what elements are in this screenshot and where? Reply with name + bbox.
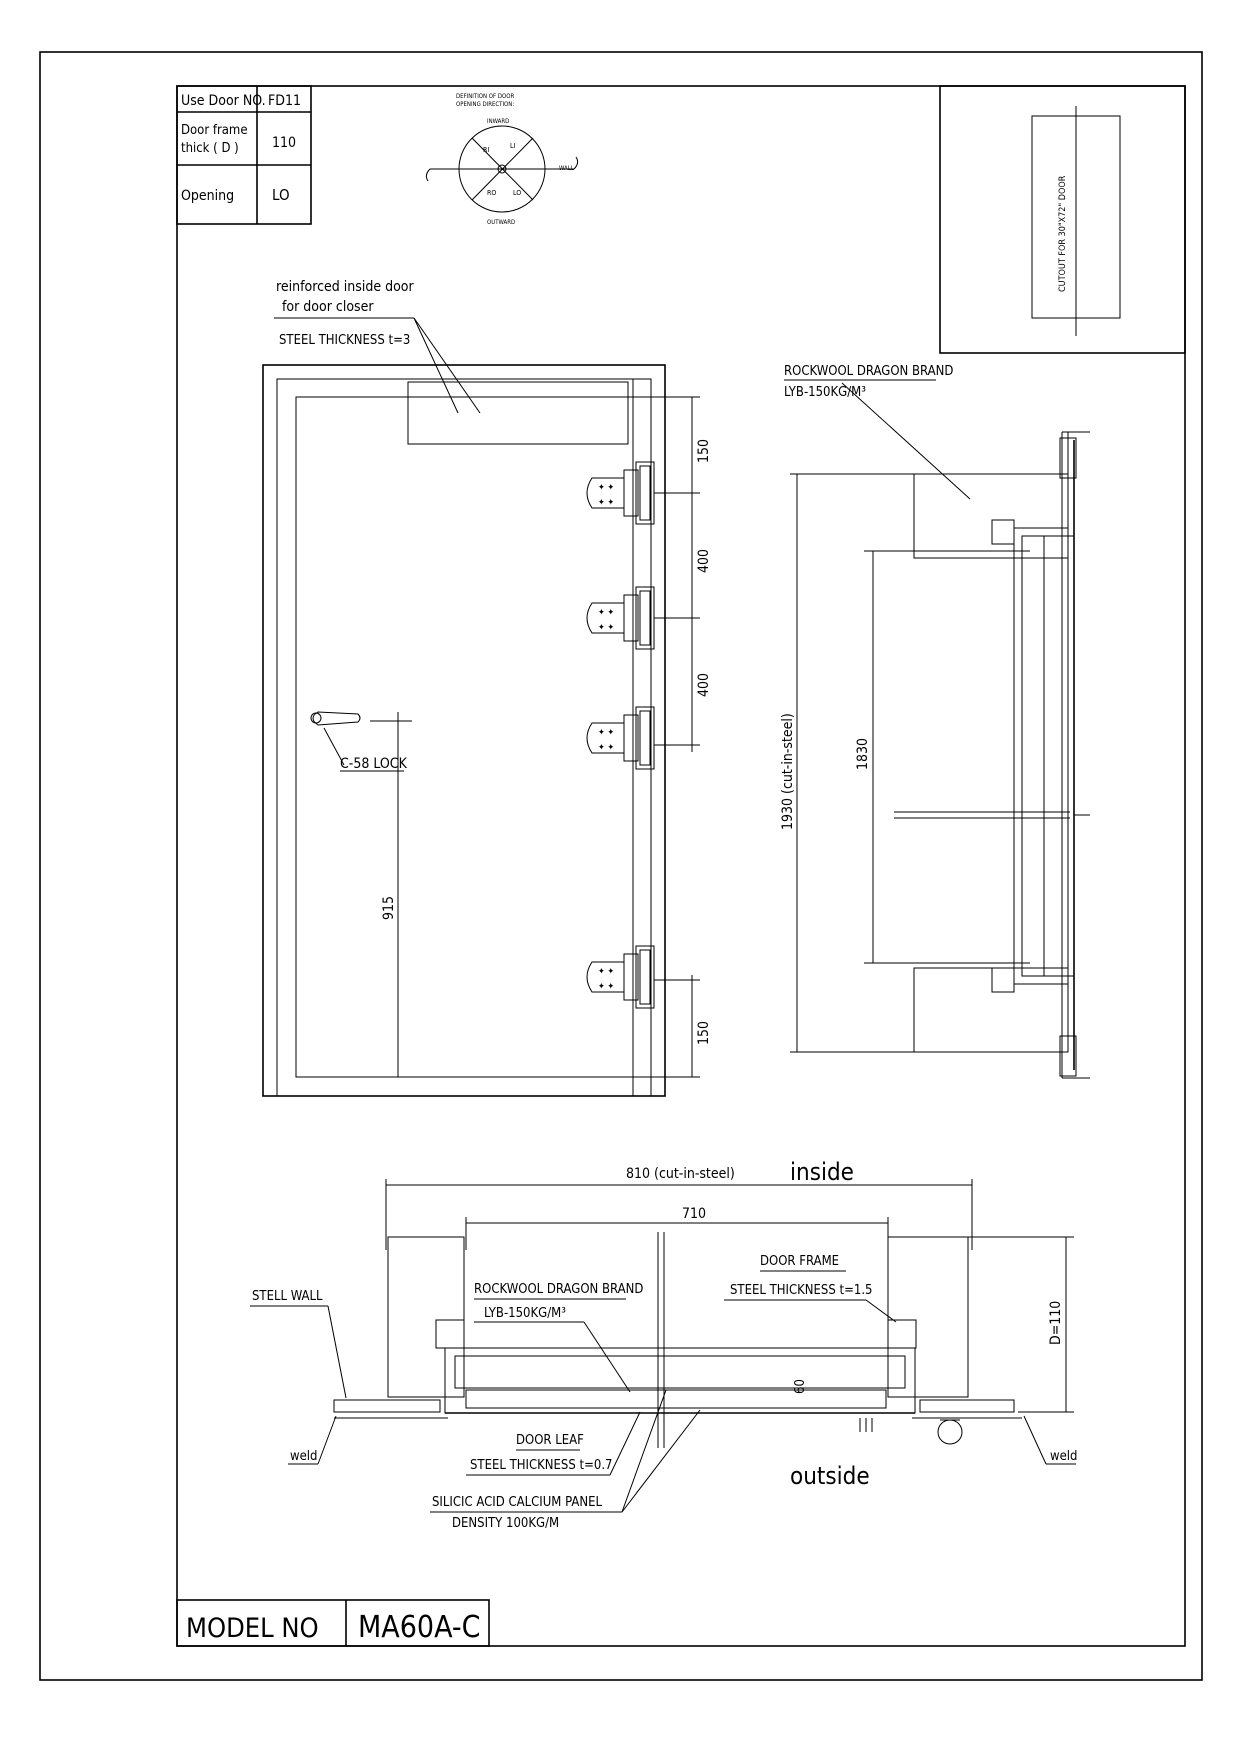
plan-rockwool-label-2: LYB-150KG/M³: [484, 1306, 566, 1321]
dim-hinge-top: 150: [696, 439, 712, 463]
spec-table: Use Door NO. FD11 Door frame thick ( D )…: [176, 85, 312, 225]
spec-value-opening: LO: [272, 186, 290, 204]
door-plan-section: 810 (cut-in-steel) inside 710: [250, 1158, 1077, 1531]
lock-label: C-58 LOCK: [340, 756, 408, 772]
side-rockwool-label-2: LYB-150KG/M³: [784, 385, 866, 400]
plan-dim-overall: 810 (cut-in-steel): [626, 1166, 735, 1182]
cutout-box: CUTOUT FOR 30"X72" DOOR: [939, 85, 1186, 354]
plan-frame-label: DOOR FRAME: [760, 1254, 839, 1269]
hinge-4: ✦ ✦ ✦ ✦: [586, 945, 655, 1009]
svg-text:✦ ✦: ✦ ✦: [598, 967, 614, 977]
svg-text:✦ ✦: ✦ ✦: [598, 623, 614, 633]
lock-handle: [310, 711, 412, 766]
opening-title-2: OPENING DIRECTION:: [456, 101, 514, 108]
quadrant-li: LI: [510, 142, 516, 150]
plan-panel-label-1: SILICIC ACID CALCIUM PANEL: [432, 1495, 602, 1510]
inner-border: [176, 85, 1186, 1647]
reinforce-note-2: for door closer: [282, 299, 374, 315]
dim-hinge-gap-1: 400: [696, 549, 712, 573]
hinge-3: ✦ ✦ ✦ ✦: [586, 706, 655, 770]
side-dim-overall: 1930 (cut-in-steel): [780, 713, 796, 830]
cutout-label: CUTOUT FOR 30"X72" DOOR: [1058, 175, 1068, 292]
opening-title-1: DEFINITION OF DOOR: [456, 93, 514, 100]
spec-value-frame-thick: 110: [272, 135, 296, 151]
svg-text:✦ ✦: ✦ ✦: [598, 743, 614, 753]
reinforcement-plate: [407, 381, 629, 445]
spec-label-door-no: Use Door NO.: [181, 93, 266, 109]
side-rockwool-label-1: ROCKWOOL DRAGON BRAND: [784, 364, 953, 379]
door-side-section: ROCKWOOL DRAGON BRAND LYB-150KG/M³ 1830: [780, 364, 1090, 1079]
plan-dim-depth: D=110: [1048, 1301, 1064, 1345]
model-label: MODEL NO: [186, 1613, 319, 1644]
svg-text:✦ ✦: ✦ ✦: [598, 728, 614, 738]
plan-leaf-label: DOOR LEAF: [516, 1433, 584, 1448]
svg-text:✦ ✦: ✦ ✦: [598, 498, 614, 508]
quadrant-ro: RO: [487, 189, 496, 197]
door-front-view: ✦ ✦ ✦ ✦ ✦ ✦ ✦ ✦ ✦ ✦ ✦ ✦ ✦ ✦ ✦ ✦: [262, 279, 712, 1097]
plan-dim-leaf: 60: [793, 1379, 808, 1394]
svg-text:✦ ✦: ✦ ✦: [598, 608, 614, 618]
reinforce-note-1: reinforced inside door: [276, 279, 414, 295]
opening-outward-label: OUTWARD: [487, 219, 515, 226]
opening-direction-diagram: DEFINITION OF DOOR OPENING DIRECTION: IN…: [425, 93, 579, 226]
model-box: MODEL NO MA60A-C: [176, 1599, 490, 1647]
outer-border: [39, 51, 1203, 1681]
side-dim-opening: 1830: [855, 738, 871, 770]
plan-dim-opening: 710: [682, 1206, 706, 1222]
spec-label-opening: Opening: [181, 188, 234, 204]
spec-label-frame-thick-2: thick ( D ): [181, 141, 239, 156]
svg-text:✦ ✦: ✦ ✦: [598, 982, 614, 992]
spec-label-frame-thick-1: Door frame: [181, 123, 248, 138]
model-value: MA60A-C: [358, 1610, 480, 1645]
hinge-2: ✦ ✦ ✦ ✦: [586, 586, 655, 650]
reinforce-steel-note: STEEL THICKNESS t=3: [279, 333, 410, 348]
plan-leaf-steel: STEEL THICKNESS t=0.7: [470, 1458, 612, 1473]
dim-lock-height: 915: [381, 896, 397, 920]
plan-weld-left: weld: [290, 1449, 317, 1464]
plan-weld-right: weld: [1050, 1449, 1077, 1464]
dim-hinge-bottom: 150: [696, 1021, 712, 1045]
opening-inward-label: INWARD: [487, 118, 509, 125]
plan-panel-label-2: DENSITY 100KG/M: [452, 1516, 559, 1531]
plan-frame-steel: STEEL THICKNESS t=1.5: [730, 1283, 872, 1298]
spec-value-door-no: FD11: [268, 93, 301, 109]
plan-rockwool-label-1: ROCKWOOL DRAGON BRAND: [474, 1282, 643, 1297]
plan-wall-label: STELL WALL: [252, 1289, 323, 1304]
plan-outside-label: outside: [790, 1462, 870, 1490]
quadrant-lo: LO: [513, 189, 521, 197]
svg-text:✦ ✦: ✦ ✦: [598, 483, 614, 493]
plan-inside-label: inside: [790, 1158, 854, 1186]
dim-hinge-gap-2: 400: [696, 673, 712, 697]
quadrant-ri: RI: [483, 146, 489, 154]
hinge-1: ✦ ✦ ✦ ✦: [586, 461, 655, 525]
